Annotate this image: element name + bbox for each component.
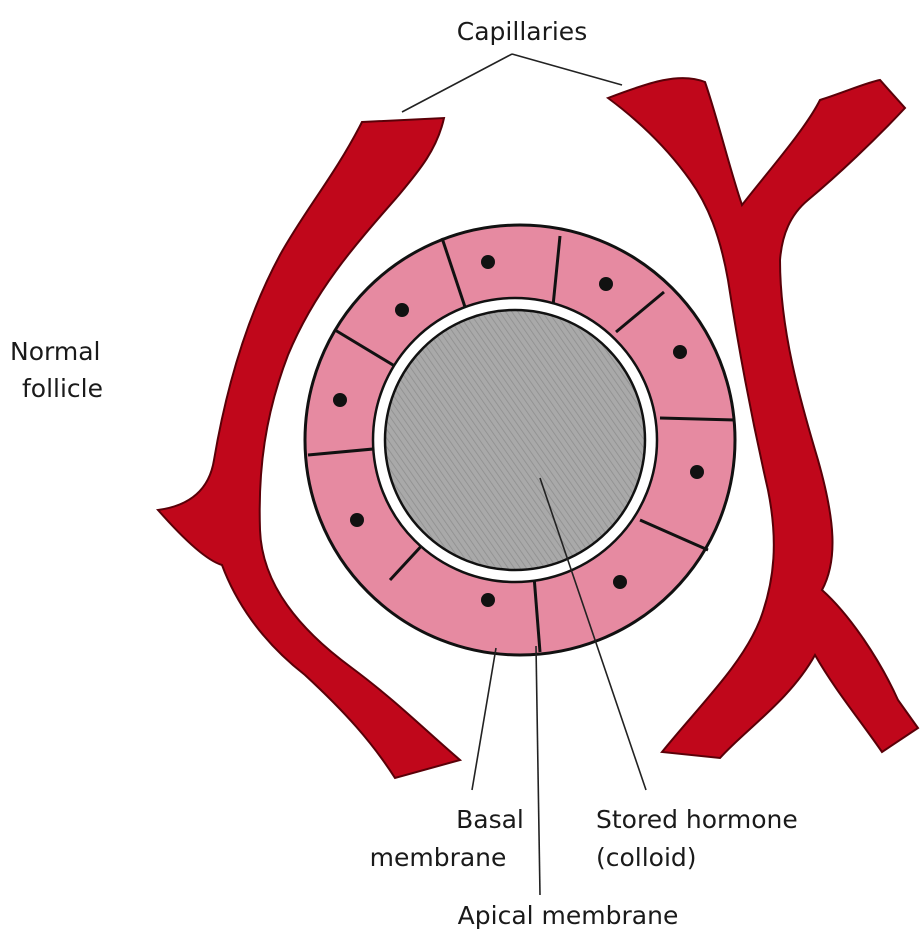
capillaries-label: Capillaries xyxy=(457,17,587,46)
capillaries-leader-right xyxy=(512,54,622,85)
nucleus xyxy=(673,345,687,359)
capillaries-leader-left xyxy=(402,54,512,112)
colloid xyxy=(385,310,645,570)
nucleus xyxy=(599,277,613,291)
nucleus xyxy=(690,465,704,479)
nucleus xyxy=(481,593,495,607)
apical-leader xyxy=(536,646,540,895)
stored-hormone-label-line1: Stored hormone xyxy=(596,805,798,834)
basal-membrane-label-line1: Basal xyxy=(456,805,524,834)
stored-hormone-label-line2: (colloid) xyxy=(596,843,697,872)
nucleus xyxy=(613,575,627,589)
apical-membrane-label: Apical membrane xyxy=(458,901,679,930)
normal-follicle-label-line2: follicle xyxy=(22,374,103,403)
basal-leader xyxy=(472,648,496,790)
nucleus xyxy=(481,255,495,269)
basal-membrane-label-line2: membrane xyxy=(370,843,507,872)
normal-follicle-label-line1: Normal xyxy=(10,337,100,366)
nucleus xyxy=(395,303,409,317)
nucleus xyxy=(333,393,347,407)
nucleus xyxy=(350,513,364,527)
